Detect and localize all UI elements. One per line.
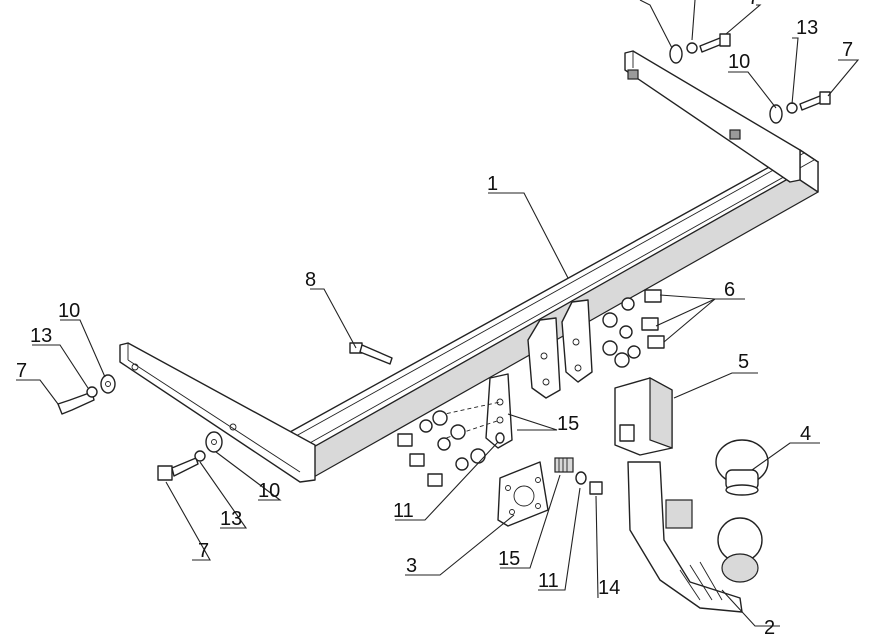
left-fastener-lower [157,431,223,481]
right-fastener-top [669,33,731,64]
swan-neck-arm-2 [627,461,763,613]
left-side-bracket [119,342,316,483]
callout-10-right: 10 [728,51,750,73]
callout-7-right: 7 [842,39,853,61]
leader-lines [16,0,860,627]
spring-and-nut [495,432,603,495]
bolt-set-6 [602,289,665,368]
socket-plate-3 [497,461,549,527]
callout-7-top: 7 [748,0,759,9]
callout-13-right: 13 [796,17,818,39]
right-fastener-mid [769,91,831,124]
bolt-8 [349,342,393,365]
callout-8: 8 [305,269,316,291]
callout-7-bottom: 7 [198,540,209,562]
callout-15-lower: 15 [498,548,520,570]
socket-block-5 [614,376,673,456]
left-fastener-upper [57,374,116,415]
callout-2: 2 [764,617,775,636]
bolt-set-left [397,410,486,487]
ball-cap-4 [715,439,769,496]
callout-13-bottom: 13 [220,508,242,530]
right-side-bracket [624,50,801,183]
callout-10-bottom: 10 [258,480,280,502]
callout-labels: 1 2 3 4 5 6 7 7 7 7 8 10 10 10 11 11 13 … [16,0,853,636]
callout-6: 6 [724,279,735,301]
callout-11-upper: 11 [393,500,414,522]
callout-11-lower: 11 [538,570,559,592]
center-mount-plates [439,299,593,449]
callout-5: 5 [738,351,749,373]
callout-3: 3 [406,555,417,577]
callout-10-left: 10 [58,300,80,322]
callout-1: 1 [487,173,498,195]
callout-4: 4 [800,423,811,445]
callout-14: 14 [598,577,620,599]
callout-13-left: 13 [30,325,52,347]
callout-7-left: 7 [16,360,27,382]
callout-15-upper: 15 [557,413,579,435]
